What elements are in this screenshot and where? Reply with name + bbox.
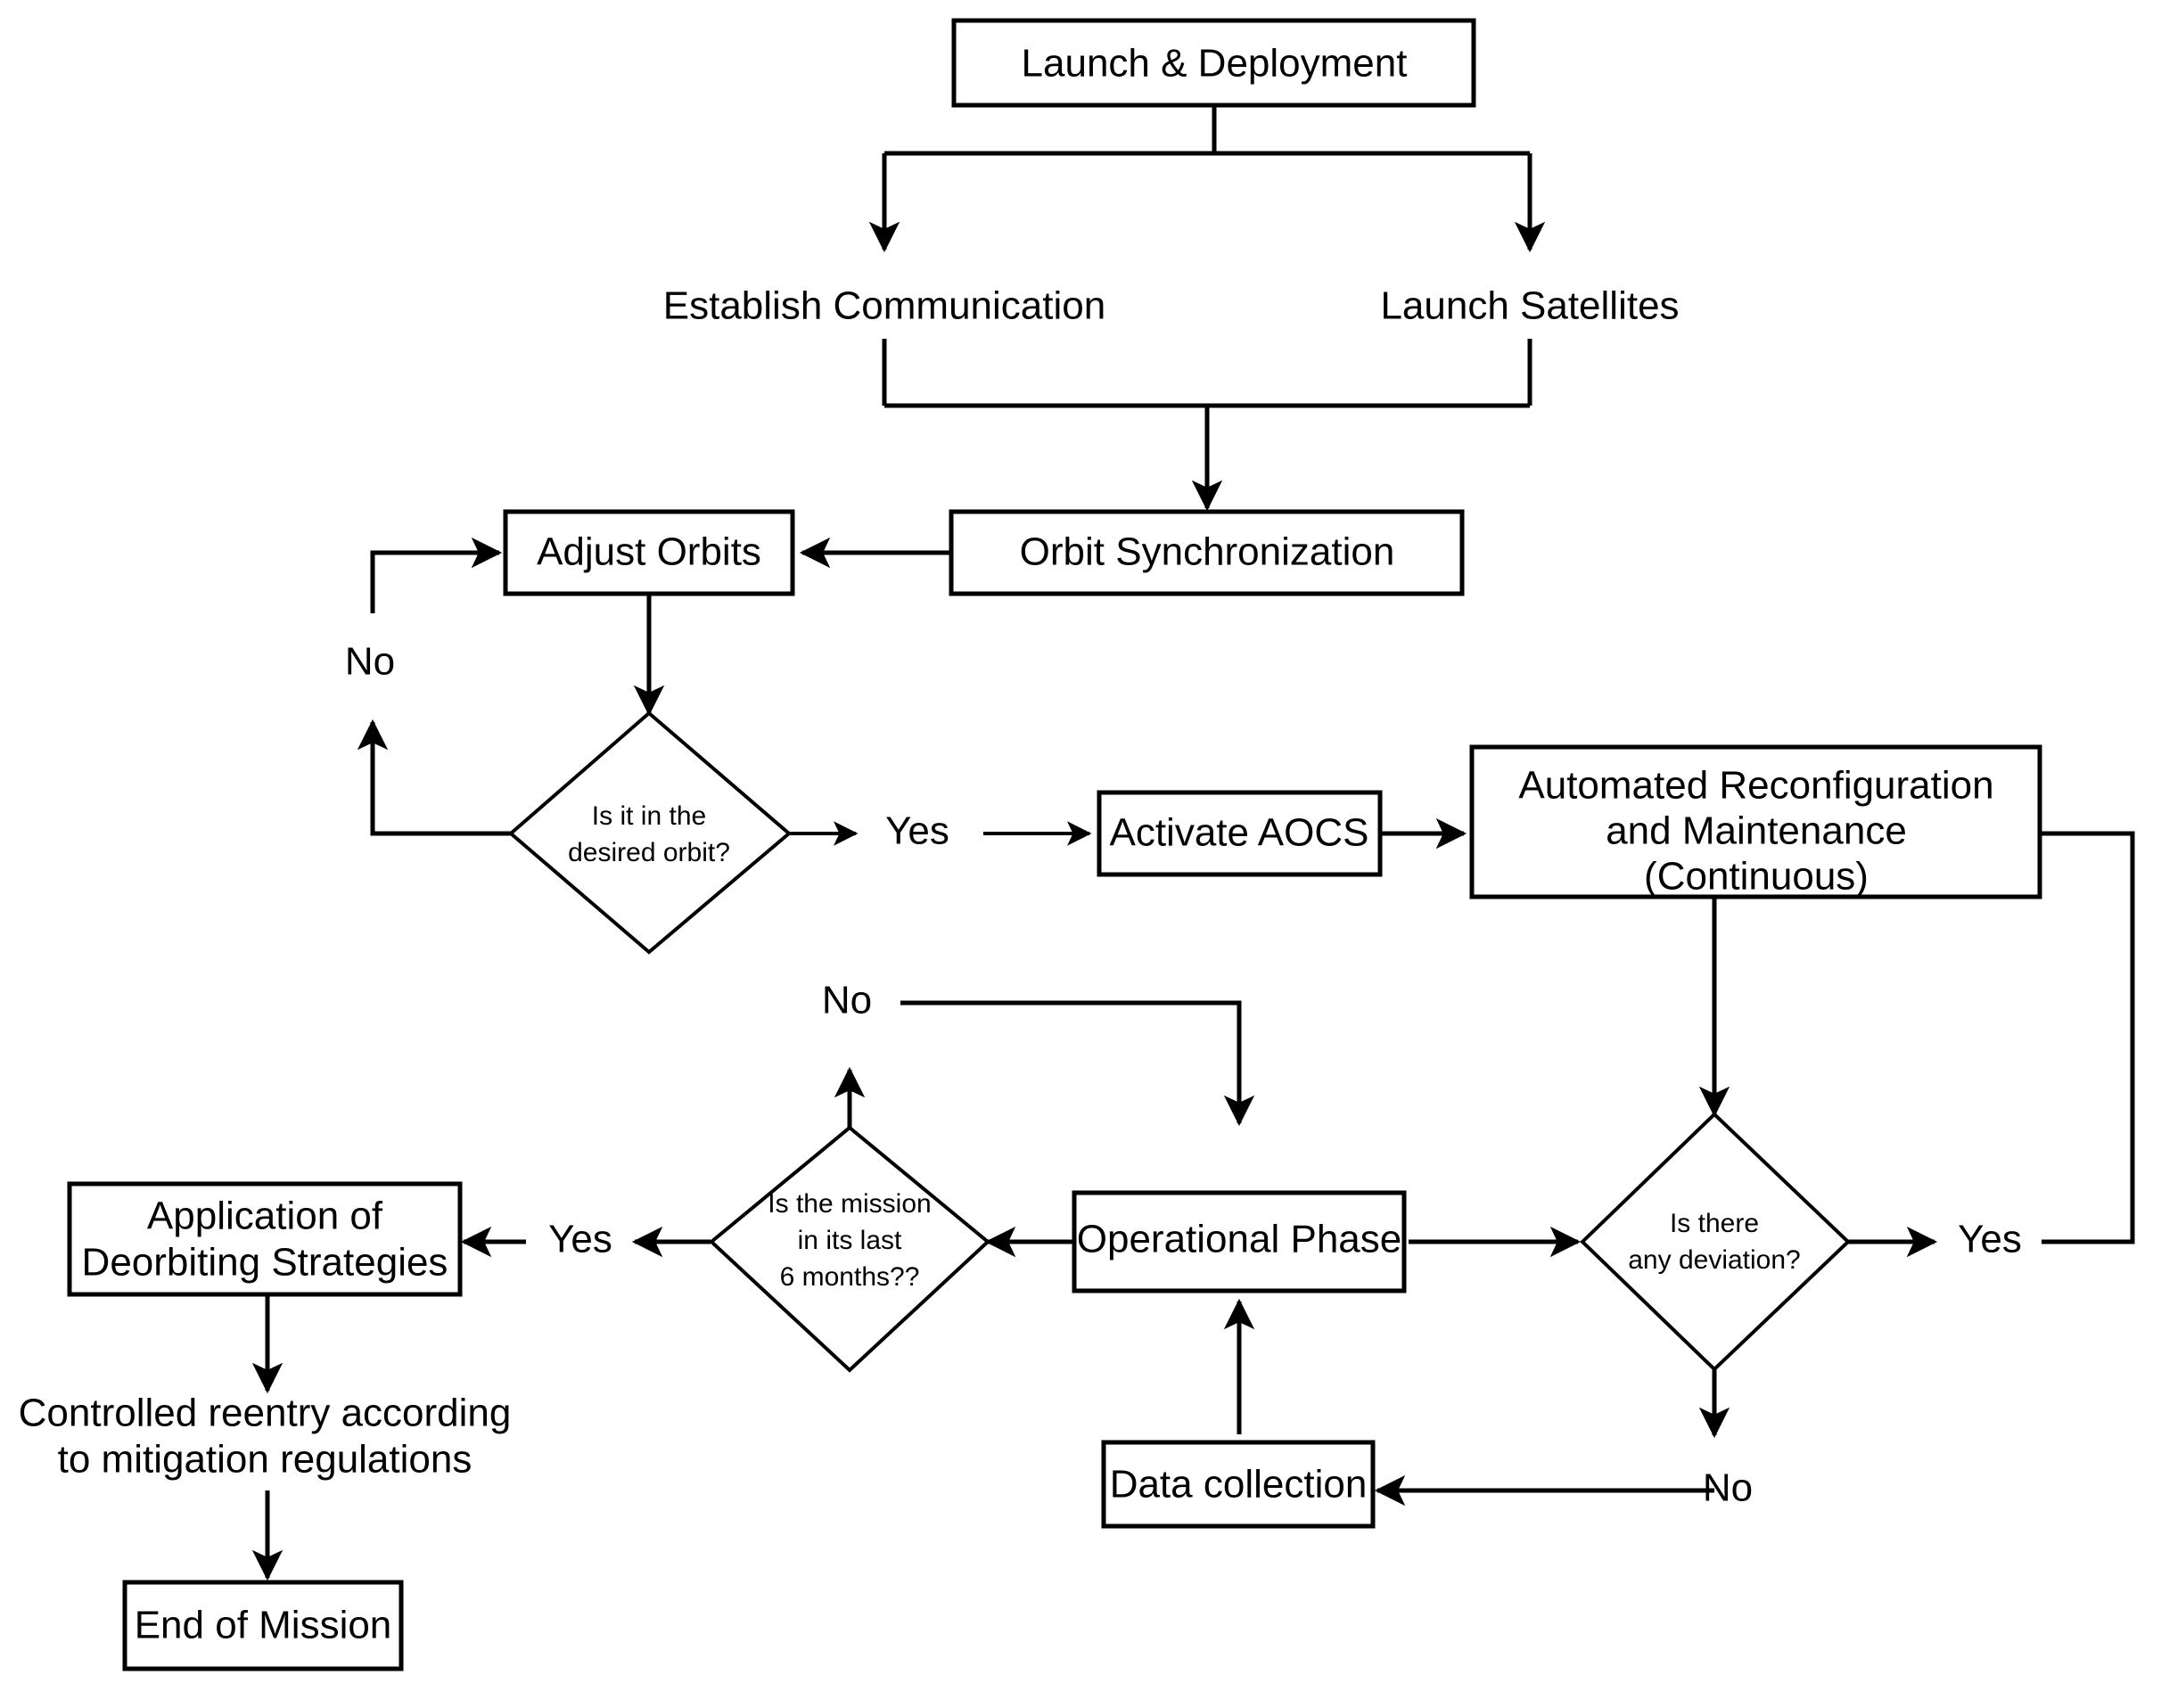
node-establish-communication: Establish Communication bbox=[663, 284, 1105, 328]
operational-phase-box[interactable] bbox=[1072, 1190, 1407, 1293]
node-mission-last-months-decision[interactable]: Is the mission in its last 6 months?? bbox=[708, 1125, 991, 1373]
deorbiting-strategies-line1: Application of bbox=[147, 1195, 383, 1238]
desired-orbit-label-line2: desired orbit? bbox=[568, 838, 730, 867]
edge-orbit-decision-no bbox=[357, 719, 511, 836]
establish-communication-label: Establish Communication bbox=[663, 284, 1105, 328]
edge-label-orbit-yes: Yes bbox=[885, 809, 949, 853]
desired-orbit-label-line1: Is it in the bbox=[592, 801, 706, 831]
edge-label-deviation-no: No bbox=[1703, 1466, 1753, 1510]
deviation-label-line2: any deviation? bbox=[1628, 1245, 1800, 1275]
node-deorbiting-strategies[interactable]: Application of Deorbiting Strategies bbox=[67, 1181, 463, 1297]
launch-satellites-label: Launch Satellites bbox=[1380, 284, 1679, 328]
operational-phase-label: Operational Phase bbox=[1077, 1218, 1401, 1261]
activate-aocs-label: Activate AOCS bbox=[1109, 811, 1368, 855]
adjust-orbits-label: Adjust Orbits bbox=[537, 530, 761, 574]
activate-aocs-box[interactable] bbox=[1097, 790, 1383, 877]
deviation-label-line1: Is there bbox=[1670, 1209, 1759, 1238]
edge-label-mission-yes: Yes bbox=[548, 1218, 612, 1261]
mission-last-months-line3: 6 months?? bbox=[780, 1262, 920, 1292]
deorbiting-strategies-box[interactable] bbox=[67, 1181, 463, 1297]
desired-orbit-diamond[interactable] bbox=[507, 710, 793, 955]
node-orbit-synchronization[interactable]: Orbit Synchronization bbox=[949, 509, 1465, 596]
node-activate-aocs[interactable]: Activate AOCS bbox=[1097, 790, 1383, 877]
automated-reconfiguration-box[interactable] bbox=[1469, 744, 2042, 899]
launch-deployment-box[interactable] bbox=[951, 18, 1476, 108]
automated-reconfiguration-line2: and Maintenance bbox=[1606, 809, 1907, 853]
end-of-mission-label: End of Mission bbox=[135, 1604, 392, 1647]
node-deviation-decision[interactable]: Is there any deviation? bbox=[1580, 1112, 1851, 1372]
data-collection-box[interactable] bbox=[1101, 1440, 1376, 1529]
node-adjust-orbits[interactable]: Adjust Orbits bbox=[503, 509, 795, 596]
edge-orbit-no-return-to-adjust bbox=[370, 537, 503, 613]
deorbiting-strategies-line2: Deorbiting Strategies bbox=[82, 1241, 448, 1285]
mission-last-months-line2: in its last bbox=[798, 1226, 902, 1255]
edge-deviation-yes-return bbox=[1980, 817, 2135, 1244]
edge-mission-no-return-to-operational bbox=[900, 1000, 1255, 1127]
edge-label-orbit-no: No bbox=[345, 640, 395, 684]
automated-reconfiguration-line1: Automated Reconfiguration bbox=[1518, 764, 1993, 808]
controlled-reentry-line2: to mitigation regulations bbox=[58, 1438, 472, 1482]
orbit-synchronization-label: Orbit Synchronization bbox=[1020, 530, 1395, 574]
node-end-of-mission[interactable]: End of Mission bbox=[122, 1580, 404, 1671]
mission-last-months-diamond[interactable] bbox=[708, 1125, 991, 1373]
node-operational-phase[interactable]: Operational Phase bbox=[1072, 1190, 1407, 1293]
edge-label-mission-no: No bbox=[822, 979, 872, 1022]
controlled-reentry-line1: Controlled reentry according bbox=[19, 1392, 512, 1435]
data-collection-label: Data collection bbox=[1110, 1463, 1368, 1507]
orbit-synchronization-box[interactable] bbox=[949, 509, 1465, 596]
end-of-mission-box[interactable] bbox=[122, 1580, 404, 1671]
node-automated-reconfiguration[interactable]: Automated Reconfiguration and Maintenanc… bbox=[1469, 744, 2042, 899]
automated-reconfiguration-line3: (Continuous) bbox=[1644, 855, 1869, 899]
deviation-diamond[interactable] bbox=[1580, 1112, 1851, 1372]
node-desired-orbit-decision[interactable]: Is it in the desired orbit? bbox=[507, 710, 793, 955]
mission-last-months-line1: Is the mission bbox=[768, 1189, 931, 1219]
adjust-orbits-box[interactable] bbox=[503, 509, 795, 596]
node-launch-deployment[interactable]: Launch & Deployment bbox=[951, 18, 1476, 108]
launch-deployment-label: Launch & Deployment bbox=[1022, 42, 1408, 86]
node-controlled-reentry: Controlled reentry according to mitigati… bbox=[19, 1392, 512, 1482]
node-data-collection[interactable]: Data collection bbox=[1101, 1440, 1376, 1529]
node-launch-satellites: Launch Satellites bbox=[1380, 284, 1679, 328]
edge-label-deviation-yes: Yes bbox=[1958, 1218, 2022, 1261]
